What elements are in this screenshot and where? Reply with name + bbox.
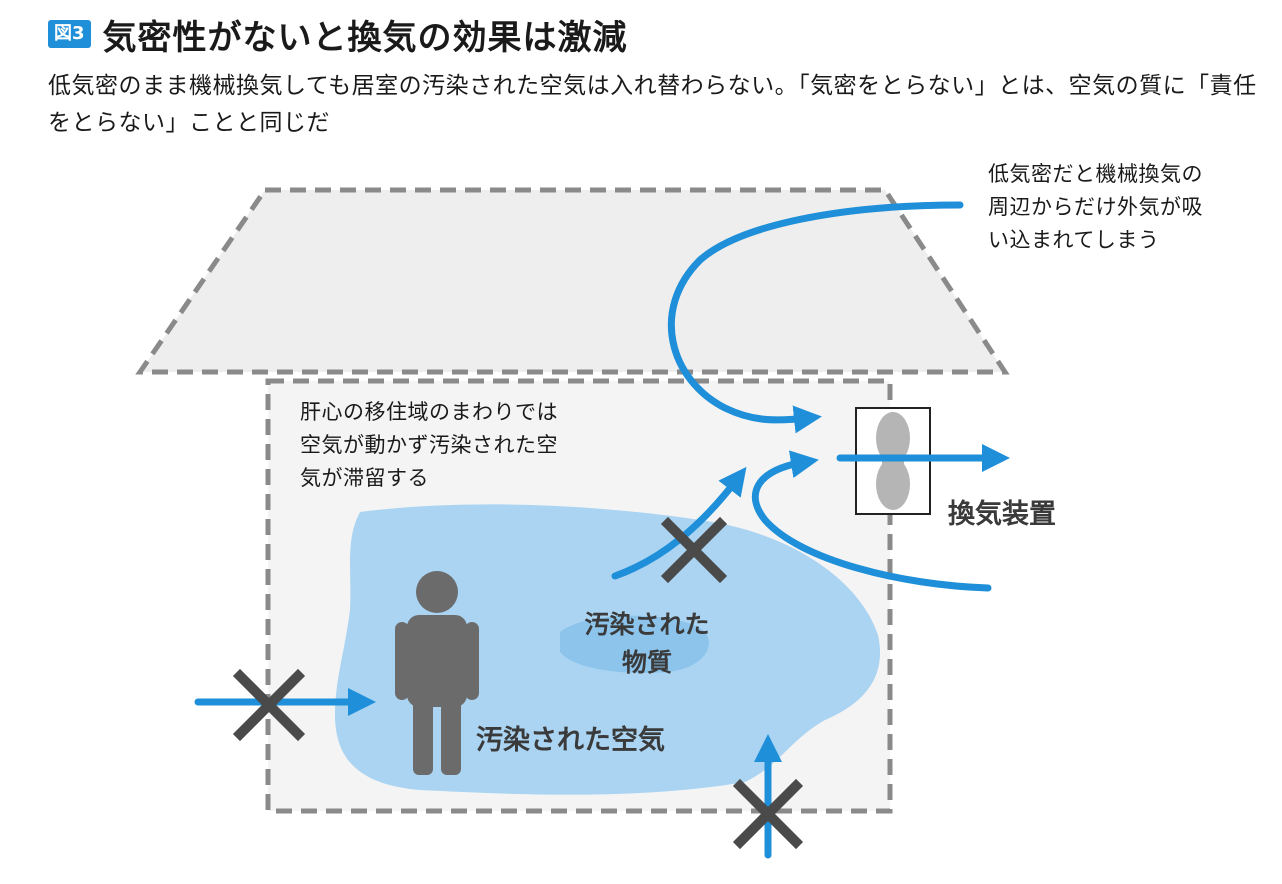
room-note-line: 空気が動かず汚染された空 — [300, 433, 558, 457]
polluted-material-line: 汚染された — [584, 610, 710, 639]
outside-air-bottom-arrow — [752, 450, 992, 592]
top-note: 低気密だと機械換気の 周辺からだけ外気が吸 い込まれてしまう — [988, 158, 1203, 257]
figure-title-row: 図3 気密性がないと換気の効果は激減 — [48, 8, 1272, 60]
polluted-material-patch — [560, 615, 709, 674]
cross-mark-icon — [232, 516, 804, 850]
figure-number-badge: 図3 — [48, 20, 91, 48]
top-note-line: 周辺からだけ外気が吸 — [988, 195, 1203, 219]
top-note-line: い込まれてしまう — [988, 228, 1160, 252]
ventilator-label: 換気装置 — [948, 499, 1056, 530]
polluted-material-label: 汚染された 物質 — [562, 606, 732, 682]
person-icon — [395, 571, 479, 775]
figure-description: 低気密のまま機械換気しても居室の汚染された空気は入れ替わらない。「気密をとらない… — [48, 73, 1257, 136]
room-note-line: 気が滞留する — [300, 466, 429, 490]
figure-header: 図3 気密性がないと換気の効果は激減 低気密のまま機械換気しても居室の汚染された… — [48, 8, 1272, 142]
cross-mark-floor — [732, 778, 804, 850]
outside-air-top-arrow — [667, 201, 964, 434]
airflow-arrow-icon — [194, 201, 1010, 859]
top-note-line: 低気密だと機械換気の — [988, 162, 1203, 186]
room-note-line: 肝心の移住域のまわりでは — [300, 400, 558, 424]
figure-title: 気密性がないと換気の効果は激減 — [102, 17, 628, 58]
house-roof — [135, 187, 1010, 375]
polluted-air-label: 汚染された空気 — [476, 725, 665, 756]
cross-mark-room — [660, 516, 728, 584]
cross-mark-left — [232, 668, 306, 742]
polluted-material-line: 物質 — [621, 648, 672, 677]
room-note: 肝心の移住域のまわりでは 空気が動かず汚染された空 気が滞留する — [300, 396, 558, 495]
